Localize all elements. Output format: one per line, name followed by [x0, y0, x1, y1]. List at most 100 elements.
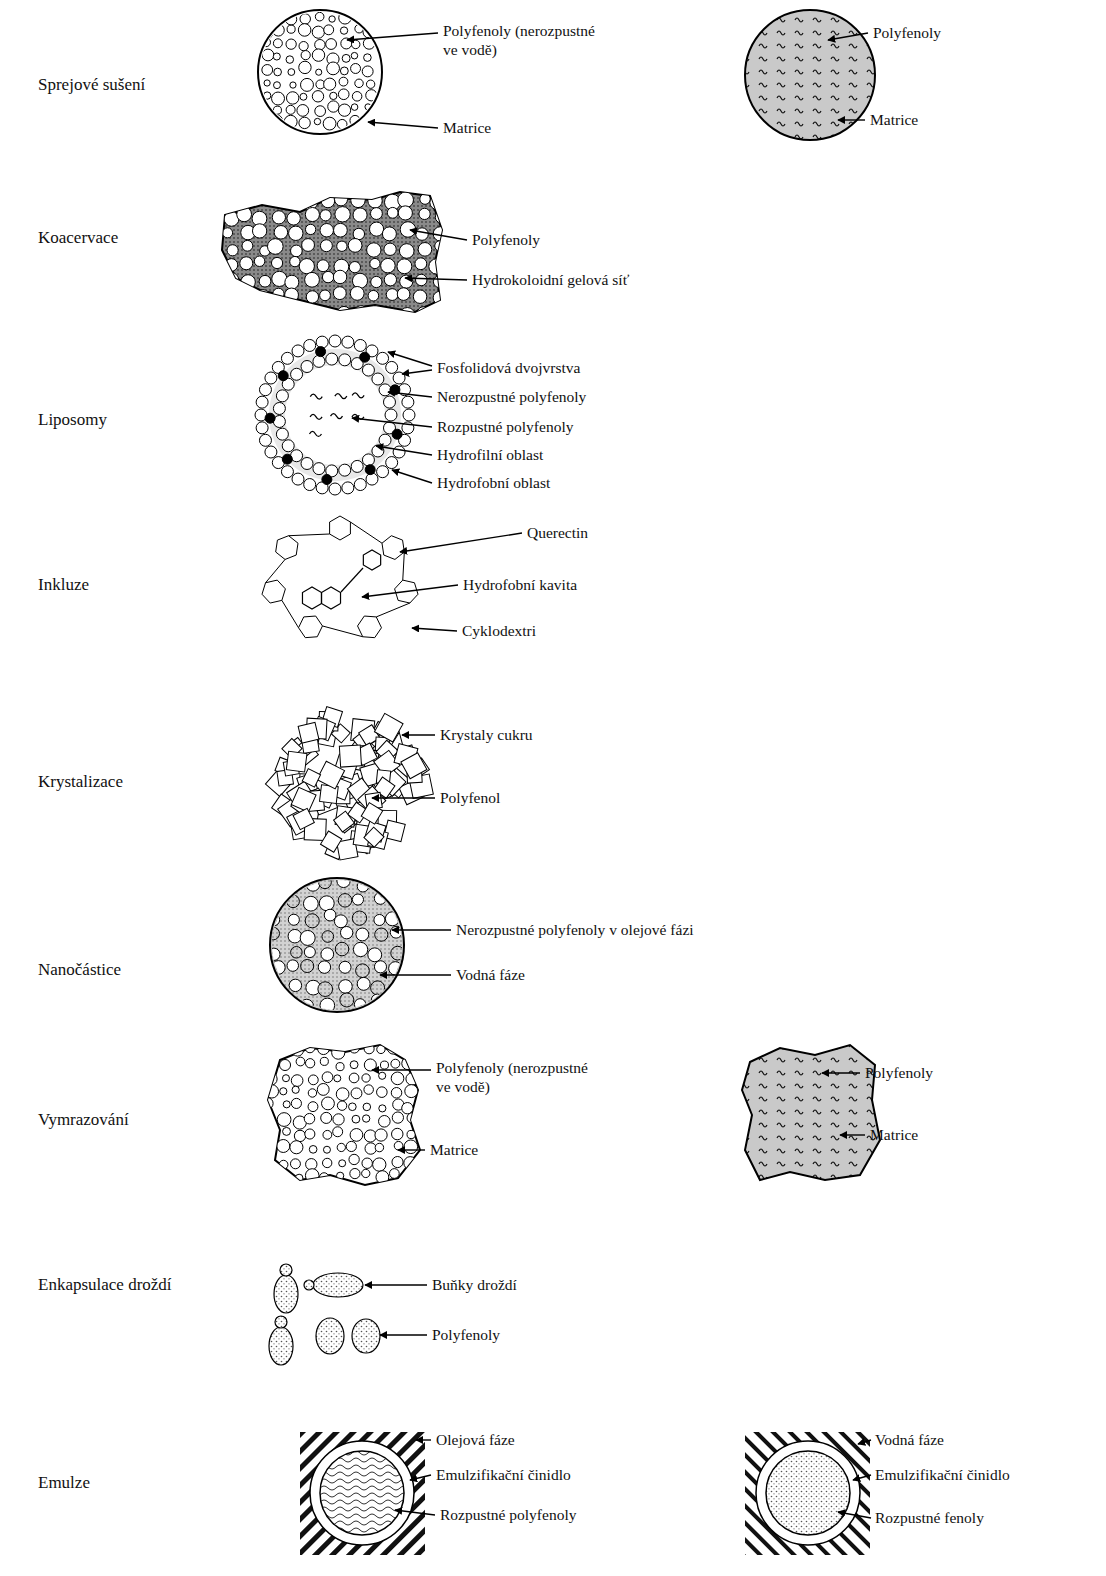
droplet: [290, 256, 300, 266]
droplet: [274, 226, 288, 240]
droplet: [315, 39, 325, 49]
sugar-crystals: [265, 707, 433, 860]
lipid-bead: [342, 336, 354, 348]
droplet: [312, 49, 324, 61]
droplet: [337, 306, 350, 319]
droplet: [273, 14, 283, 24]
droplet: [340, 926, 352, 938]
droplet: [336, 1063, 344, 1071]
lipid-bead: [339, 464, 351, 476]
droplet: [315, 12, 324, 21]
droplet: [284, 115, 297, 128]
part-label: Olejová fáze: [436, 1431, 515, 1450]
lipid-bead: [316, 347, 326, 357]
oil-phase: [300, 1432, 425, 1555]
droplet: [257, 309, 269, 321]
lipid-bead: [276, 390, 288, 402]
droplet: [337, 1101, 346, 1110]
sugar-crystal: [334, 811, 355, 832]
glycosidic-link: [376, 603, 410, 617]
droplet: [379, 1105, 386, 1112]
droplet: [386, 308, 396, 318]
method-label: Enkapsulace droždí: [38, 1275, 172, 1295]
bilayer-core: [269, 349, 401, 481]
droplet: [391, 1088, 402, 1099]
droplet: [271, 257, 282, 268]
droplet: [404, 1157, 417, 1170]
lipid-bead: [379, 434, 391, 446]
glycosidic-link: [266, 559, 286, 582]
droplet: [262, 38, 271, 47]
droplet: [321, 1112, 332, 1123]
droplet: [286, 56, 294, 64]
droplet: [337, 1143, 345, 1151]
droplet: [323, 117, 336, 130]
droplet: [356, 306, 366, 316]
droplet: [333, 1114, 344, 1125]
droplet: [397, 259, 412, 274]
droplet: [271, 961, 285, 975]
droplet: [366, 80, 374, 88]
droplet: [350, 115, 360, 125]
part-label: Rozpustné polyfenoly: [440, 1506, 576, 1525]
droplet: [319, 1173, 328, 1182]
droplet: [320, 223, 333, 236]
droplet: [405, 1085, 418, 1098]
part-label: Querectin: [527, 524, 588, 543]
droplet: [337, 241, 347, 251]
lipid-bead: [342, 482, 354, 494]
droplet: [287, 960, 298, 971]
droplet: [259, 275, 271, 287]
droplet: [282, 996, 297, 1011]
droplet: [433, 291, 446, 304]
droplet: [305, 1169, 319, 1183]
droplet: [273, 106, 281, 114]
droplet: [349, 1103, 357, 1111]
droplet: [262, 65, 273, 76]
droplet: [351, 40, 359, 48]
droplet: [268, 894, 282, 908]
droplet: [402, 1103, 413, 1114]
sugar-crystal: [364, 827, 384, 847]
droplet: [380, 1061, 388, 1069]
droplet: [291, 947, 303, 959]
droplet: [277, 1113, 291, 1127]
soluble-polyphenol: [309, 431, 321, 436]
droplet: [364, 1059, 376, 1071]
lipid-bead: [313, 355, 325, 367]
sugar-crystal: [374, 713, 403, 742]
droplet: [304, 947, 315, 958]
droplet: [338, 894, 352, 908]
droplet: [433, 306, 446, 319]
droplet: [301, 959, 314, 972]
droplet: [319, 876, 332, 889]
droplet: [272, 24, 284, 36]
part-label: Polyfenoly: [873, 24, 941, 43]
part-label: Vodná fáze: [456, 966, 525, 985]
droplet: [365, 104, 371, 110]
droplet: [430, 195, 444, 209]
glucose-unit: [262, 580, 285, 603]
droplet: [333, 1127, 343, 1137]
droplet: [362, 66, 373, 77]
droplet: [305, 272, 320, 287]
droplet: [315, 106, 326, 117]
droplet: [264, 80, 270, 86]
lipid-bead: [256, 396, 268, 408]
droplet: [286, 39, 296, 49]
droplet: [387, 207, 398, 218]
droplet: [267, 927, 280, 940]
droplet: [299, 117, 310, 128]
droplet: [375, 928, 388, 941]
droplet: [305, 1129, 315, 1139]
lipid-bead: [304, 479, 316, 491]
lipid-bead: [281, 466, 293, 478]
droplet: [389, 962, 402, 975]
droplet: [416, 228, 429, 241]
lipid-bead: [366, 473, 378, 485]
droplet: [390, 926, 402, 938]
lipid-bead: [291, 368, 303, 380]
droplet: [300, 14, 310, 24]
droplet: [320, 290, 331, 301]
droplet: [299, 259, 314, 274]
